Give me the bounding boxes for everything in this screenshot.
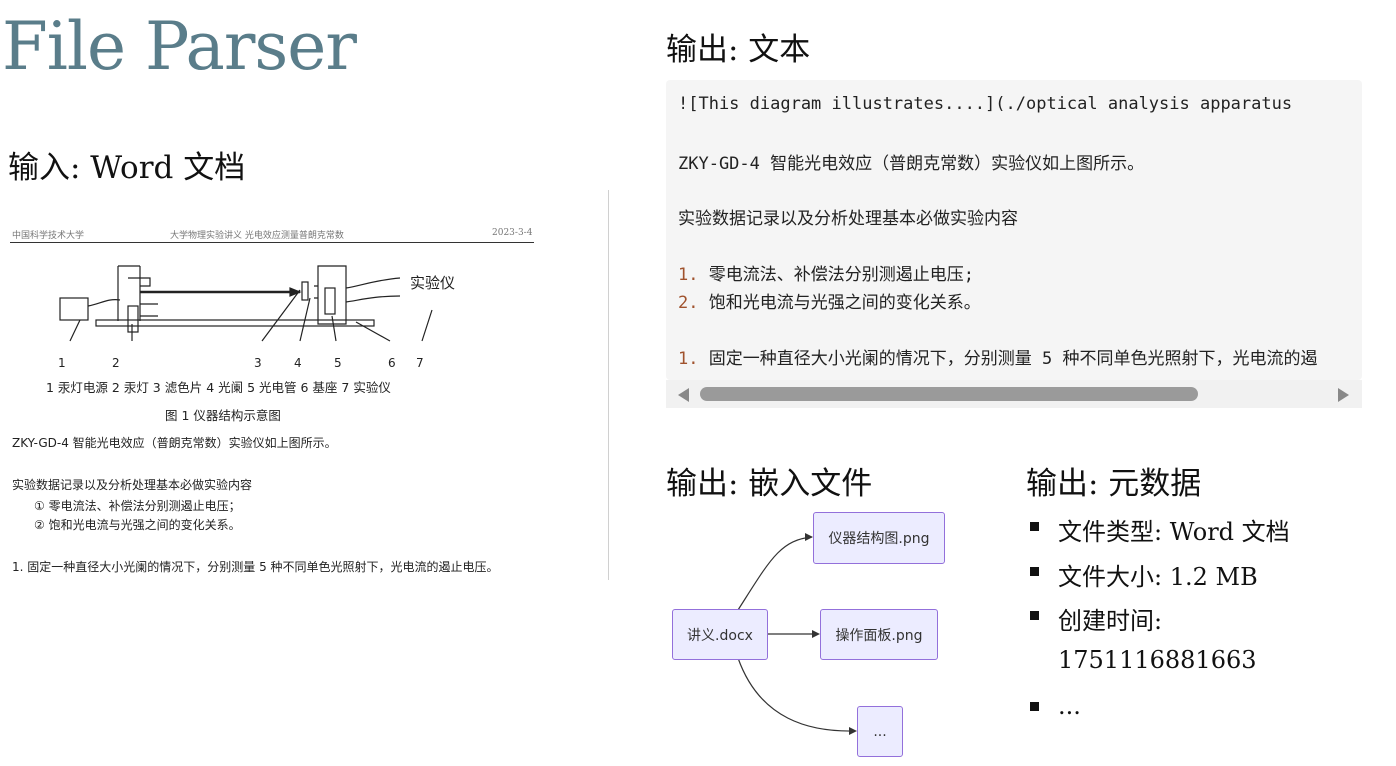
- doc-header-right: 2023-3-4: [492, 228, 533, 238]
- doc-para-2: 实验数据记录以及分析处理基本必做实验内容: [12, 478, 253, 492]
- apparatus-label: 实验仪: [410, 274, 455, 292]
- code-line-6: 1. 固定一种直径大小光阑的情况下，分别测量 5 种不同单色光照射下，光电流的遏: [678, 344, 1317, 369]
- doc-header: 中国科学技术大学 大学物理实验讲义 光电效应测量普朗克常数 2023-3-4: [10, 228, 534, 243]
- meta-text: 文件类型: Word 文档: [1058, 518, 1290, 546]
- output-meta-heading: 输出: 元数据: [1026, 466, 1202, 502]
- number-5: 5: [334, 356, 342, 370]
- doc-header-left: 中国科学技术大学: [12, 231, 85, 241]
- meta-text: ...: [1058, 692, 1081, 720]
- doc-para-1: ZKY-GD-4 智能光电效应（普朗克常数）实验仪如上图所示。: [12, 436, 337, 450]
- doc-item-2: ② 饱和光电流与光强之间的变化关系。: [34, 518, 241, 532]
- embedded-file-node[interactable]: 仪器结构图.png: [813, 512, 945, 564]
- source-file-node[interactable]: 讲义.docx: [672, 609, 768, 660]
- code-line-5-text: 饱和光电流与光强之间的变化关系。: [708, 293, 981, 313]
- list-number: 2.: [678, 293, 699, 313]
- apparatus-diagram: 实验仪: [59, 265, 455, 342]
- output-embedded-heading: 输出: 嵌入文件: [666, 466, 873, 502]
- code-line-1: ![This diagram illustrates....](./optica…: [678, 94, 1293, 114]
- doc-header-mid: 大学物理实验讲义 光电效应测量普朗克常数: [170, 231, 344, 241]
- code-line-4-text: 零电流法、补偿法分别测遏止电压;: [708, 265, 974, 285]
- filter: [301, 281, 309, 301]
- horizontal-scrollbar[interactable]: [666, 380, 1362, 408]
- word-document-preview: 中国科学技术大学 大学物理实验讲义 光电效应测量普朗克常数 2023-3-4 实…: [0, 222, 560, 582]
- page-title: File Parser: [2, 8, 357, 85]
- meta-text: 创建时间:: [1058, 607, 1163, 635]
- bullet-icon: [1030, 611, 1039, 620]
- number-3: 3: [254, 356, 262, 370]
- section-divider: [608, 190, 609, 580]
- meta-text: 文件大小: 1.2 MB: [1058, 563, 1258, 591]
- code-line-6-text: 固定一种直径大小光阑的情况下，分别测量 5 种不同单色光照射下，光电流的遏: [708, 349, 1318, 369]
- code-line-4: 1. 零电流法、补偿法分别测遏止电压;: [678, 260, 974, 285]
- scroll-left-icon[interactable]: [678, 388, 689, 402]
- embedded-file-node[interactable]: ...: [857, 706, 903, 757]
- output-text-heading: 输出: 文本: [666, 32, 811, 68]
- mercury-lamp-power: [59, 297, 89, 321]
- embedded-file-node[interactable]: 操作面板.png: [820, 609, 938, 660]
- doc-item-1: ① 零电流法、补偿法分别测遏止电压；: [34, 499, 241, 513]
- number-2: 2: [112, 356, 120, 370]
- input-heading: 输入: Word 文档: [8, 150, 246, 186]
- phototube: [324, 287, 336, 315]
- code-line-5: 2. 饱和光电流与光强之间的变化关系。: [678, 288, 981, 313]
- doc-caption: 图 1 仪器结构示意图: [165, 408, 281, 423]
- embedded-flow-edges: [737, 533, 857, 735]
- bullet-icon: [1030, 567, 1039, 576]
- list-number: 1.: [678, 265, 699, 285]
- code-line-3: 实验数据记录以及分析处理基本必做实验内容: [678, 209, 1018, 229]
- base: [95, 319, 375, 327]
- number-1: 1: [58, 356, 66, 370]
- output-text-code-block[interactable]: ![This diagram illustrates....](./optica…: [666, 80, 1362, 380]
- scroll-right-icon[interactable]: [1338, 388, 1349, 402]
- meta-text: 1751116881663: [1058, 646, 1257, 674]
- list-number: 1.: [678, 349, 699, 369]
- mercury-lamp: [117, 265, 151, 321]
- scroll-thumb[interactable]: [700, 387, 1198, 401]
- number-4: 4: [294, 356, 302, 370]
- code-line-2: ZKY-GD-4 智能光电效应（普朗克常数）实验仪如上图所示。: [678, 154, 1145, 174]
- doc-legend: 1 汞灯电源 2 汞灯 3 滤色片 4 光阑 5 光电管 6 基座 7 实验仪: [46, 380, 391, 395]
- doc-para-3: 1. 固定一种直径大小光阑的情况下，分别测量 5 种不同单色光照射下，光电流的遏…: [12, 560, 499, 574]
- number-7: 7: [416, 356, 424, 370]
- bullet-icon: [1030, 522, 1039, 531]
- bullet-icon: [1030, 702, 1039, 711]
- number-6: 6: [388, 356, 396, 370]
